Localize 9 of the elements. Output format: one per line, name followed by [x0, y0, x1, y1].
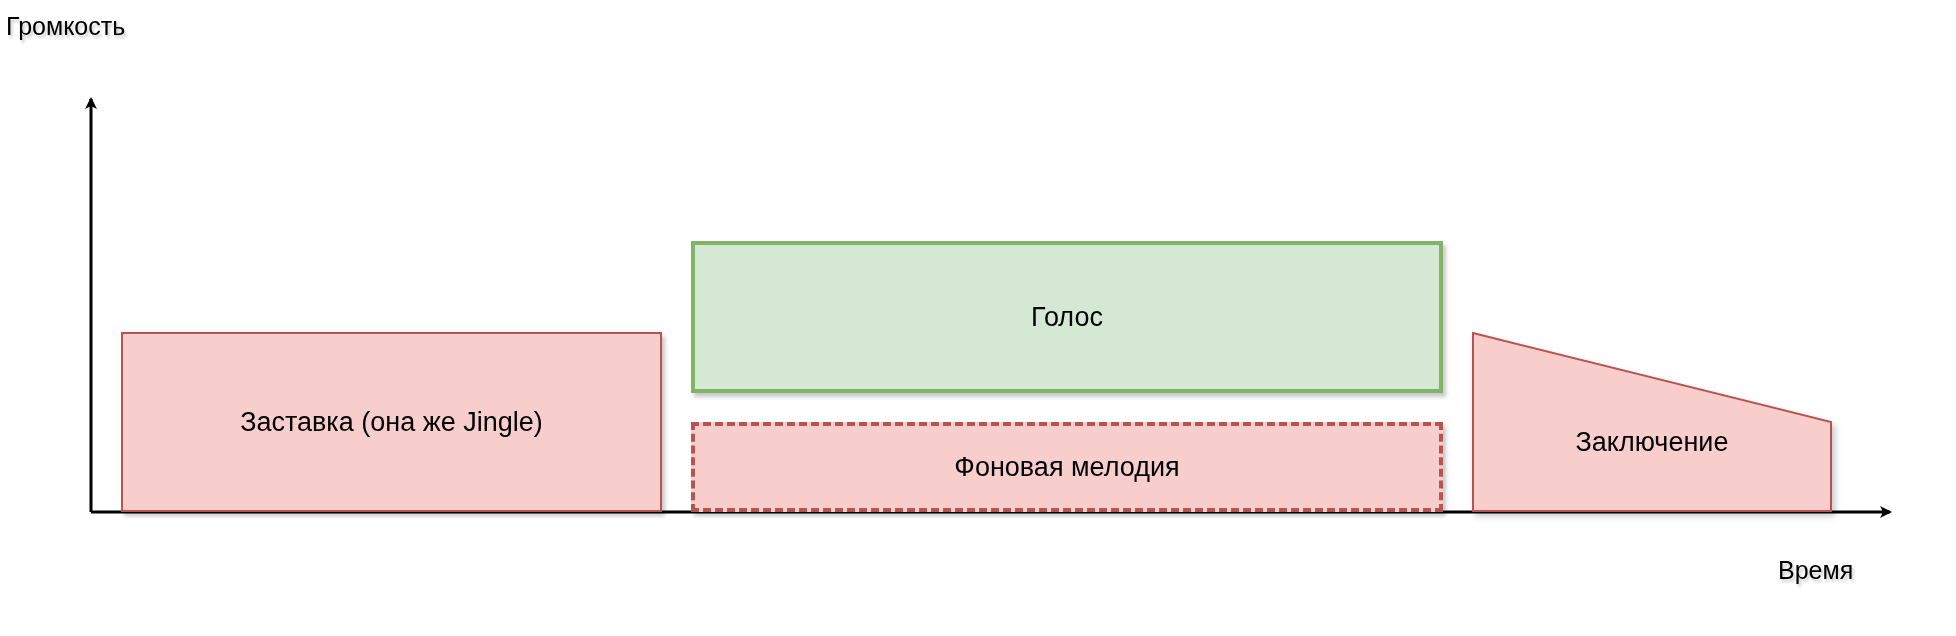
segment-block [691, 241, 1443, 393]
segment-block [121, 332, 662, 512]
dashed-segment-block [691, 422, 1443, 512]
axis-label: Громкость [6, 12, 126, 41]
segment-label: Фоновая мелодия [953, 451, 1181, 483]
axis-label: Время [1778, 556, 1854, 585]
segment-label: Заставка (она же Jingle) [239, 406, 544, 438]
segment-label: Голос [1030, 301, 1104, 333]
segment-label: Заключение [1574, 425, 1730, 458]
